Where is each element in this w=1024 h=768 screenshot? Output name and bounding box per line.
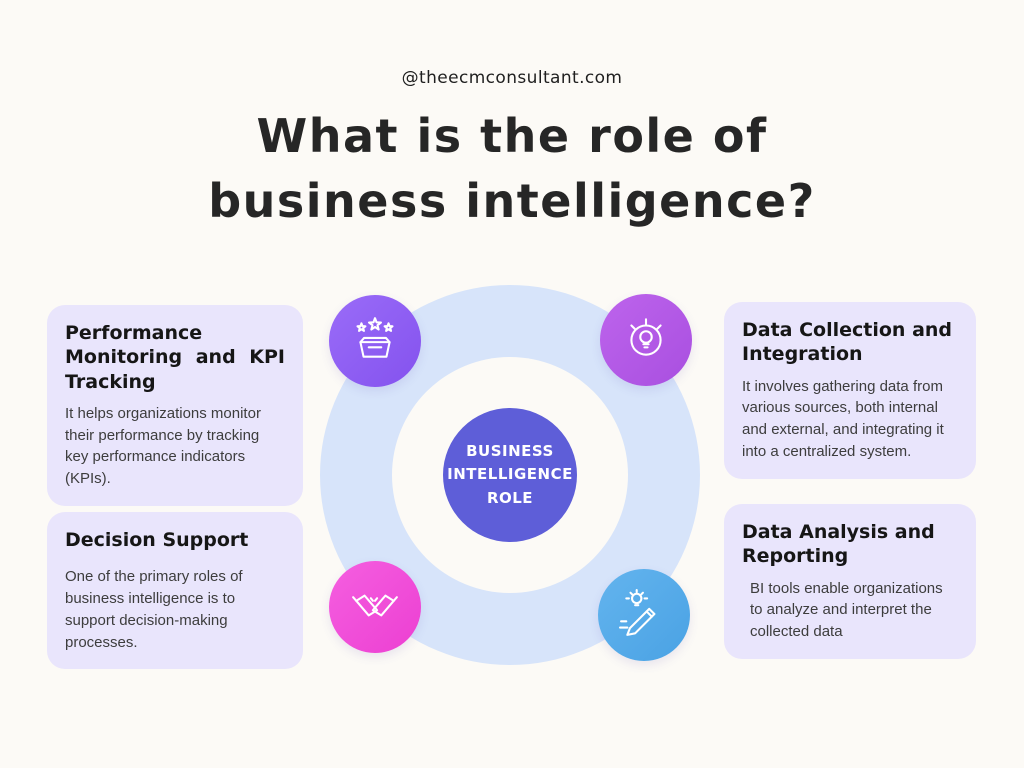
handshake-icon [350,580,400,635]
card-collection-body: It involves gathering data from various … [742,377,944,460]
card-decision-support: Decision Support One of the primary role… [47,512,303,670]
center-label-line-3: ROLE [486,488,534,507]
center-label-line-1: BUSINESS [466,442,554,461]
stars-award-icon [350,314,400,369]
page-title-line-2: business intelligence? [208,174,816,229]
decision-icon-circle [329,561,421,653]
card-analysis-body: BI tools enable organizations to analyze… [750,579,943,641]
card-data-collection: Data Collection and Integration It invol… [724,302,976,479]
collection-icon-circle [600,294,692,386]
center-label-line-2: INTELLIGENCE [447,465,573,484]
card-decision-body: One of the primary roles of business int… [65,568,243,651]
card-analysis-title: Data Analysis and Reporting [742,521,935,568]
analysis-icon-circle [598,569,690,661]
pencil-idea-icon [619,588,669,643]
card-performance-title: Performance Monitoring and KPI Tracking [65,322,285,393]
card-collection-title: Data Collection and Integration [742,319,953,366]
page-title-line-1: What is the role of [256,109,768,163]
card-performance-monitoring: Performance Monitoring and KPI Tracking … [47,305,303,506]
card-decision-title: Decision Support [65,529,249,551]
performance-icon-circle [329,295,421,387]
idea-head-icon [621,313,671,368]
center-label-circle: BUSINESS INTELLIGENCE ROLE [443,408,577,542]
card-data-analysis: Data Analysis and Reporting BI tools ena… [724,504,976,659]
website-handle: @theecmconsultant.com [401,68,623,88]
card-performance-body: It helps organizations monitor their per… [65,404,261,488]
page-title: What is the role of business intelligence… [0,104,1024,235]
